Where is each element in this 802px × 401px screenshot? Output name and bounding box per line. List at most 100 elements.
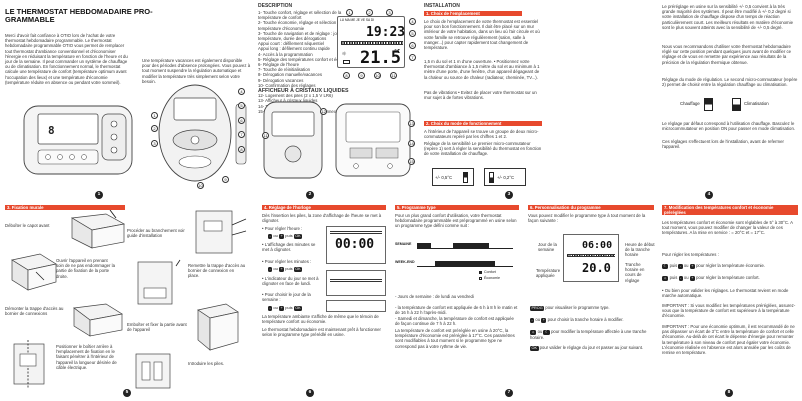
personalisation-step-1: PROG pour visualiser le programme type.: [530, 305, 654, 311]
minus-button[interactable]: -: [530, 318, 535, 323]
sensitivity-col2-a: Le préréglage en usine sur la sensibilit…: [662, 4, 793, 30]
description-item: 3- Touche de navigation et de réglage : …: [258, 30, 355, 42]
switch-b-knob: [489, 172, 494, 183]
minus-button[interactable]: -: [678, 264, 683, 269]
description-item: 5- Réglage des températures confort et é…: [258, 56, 353, 62]
battery-icon: [343, 60, 350, 64]
section-wall-mount: 3. Fixation murale: [5, 205, 125, 211]
moon-button[interactable]: ☾: [543, 330, 550, 335]
lcd-callout-2: 2: [366, 9, 373, 16]
sun-button[interactable]: ☼: [530, 330, 537, 335]
lcd-section-title-visible: AFFICHEUR À CRISTAUX LIQUIDES: [258, 88, 351, 95]
intro-col2-text: Une température vacances est également d…: [142, 58, 251, 84]
temp-mod-eco-text: pour régler la température économie.: [696, 263, 765, 268]
lcd-time: 19:23: [366, 25, 406, 40]
wall-mount-illustration-a: [70, 210, 126, 249]
plus-button[interactable]: +: [541, 318, 547, 323]
program-intro: Pour un plus grand confort d'utilisation…: [395, 213, 517, 229]
clock-lcd-time: 00:00: [335, 237, 375, 252]
personalisation-step1-text: pour visualiser le programme type.: [545, 305, 610, 310]
clock-minute-buttons: - ou + puis OK: [268, 266, 303, 272]
open-callout-13: 13: [408, 120, 415, 127]
legend-eco: Économie: [484, 276, 500, 280]
cooling-label: Climatisation: [744, 101, 769, 106]
clock-step8: Le thermostat hebdomadaire est maintenan…: [262, 327, 381, 338]
location-height-text: 1,5 m du sol et 1 m d'une ouverture. • P…: [424, 59, 540, 80]
personalisation-step3-text: pour modifier la température affectée à …: [530, 329, 647, 340]
sensitivity-col2-b: Nous vous recommandons d'utiliser votre …: [662, 44, 791, 65]
callout-8: 8: [238, 146, 245, 153]
front-fix-illustration: [197, 303, 239, 351]
lcd-callout-3: 3: [386, 9, 393, 16]
ok-button[interactable]: OK: [293, 267, 303, 272]
description-title: DESCRIPTION: [258, 3, 293, 9]
ok-button[interactable]: OK: [293, 306, 303, 311]
clock-step5: • L'indicateur du jour se met à clignote…: [262, 276, 319, 287]
lcd-callout-8: 8: [343, 72, 350, 79]
program-weekend-detail: - Samedi et dimanche, la température de …: [395, 316, 514, 327]
label-time-slot: Tranche horaire en cours de réglage: [625, 262, 645, 283]
prog-button[interactable]: PROG: [530, 306, 545, 311]
temp-mod-intro: Les températures confort et économie son…: [662, 220, 793, 236]
clock-step3: • L'affichage des minutes se met à clign…: [262, 242, 316, 253]
sun-button[interactable]: ☼: [662, 276, 669, 281]
plus-button[interactable]: +: [278, 234, 285, 239]
open-callout-11: 11: [262, 132, 269, 139]
description-item: 2- Touche économie, réglage et sélection…: [258, 20, 347, 31]
moon-button[interactable]: ☾: [662, 264, 669, 269]
ok-button[interactable]: OK: [530, 346, 539, 351]
location-text: Le choix de l'emplacement de votre therm…: [424, 19, 540, 51]
heating-switch: [704, 98, 713, 111]
legend-eco-swatch: [479, 277, 482, 280]
mode-switch-diagram: Chauffage Climatisation: [680, 96, 780, 114]
plus-button[interactable]: +: [689, 264, 695, 269]
clock-hour-buttons: - ou + puis OK: [268, 233, 303, 239]
clock-step6: • Pour choisir le jour de la semaine :: [262, 292, 311, 303]
description-item: 10- Confirmation des réglages: [258, 82, 316, 88]
clock-step4: • Pour régler les minutes :: [262, 259, 312, 264]
description-item: 9- Dérogation vacances: [258, 77, 304, 83]
page-number-4: 4: [705, 191, 713, 199]
program-week-label: SEMAINE: [395, 242, 412, 246]
minus-button[interactable]: -: [268, 306, 273, 311]
page-number-6: 6: [306, 389, 314, 397]
wall-mount-illustration-b: [11, 253, 57, 291]
minus-button[interactable]: -: [678, 276, 683, 281]
wall-mount-illustration-d: [13, 340, 45, 388]
program-week-chart: SEMAINE WEEK-END Confort Économie: [395, 240, 521, 282]
section-choice-location: 1. Choix de l'emplacement: [424, 11, 522, 17]
cooling-switch: [732, 98, 741, 111]
plus-button[interactable]: +: [689, 276, 695, 281]
clock-step2: • Pour régler l'heure :: [262, 226, 303, 231]
thermostat-description-illustration: [158, 84, 247, 182]
description-item: 6- Réglage de l'heure: [258, 62, 299, 68]
lcd-callout-1: 1: [346, 9, 353, 16]
switch-a-knob: [463, 172, 468, 183]
plus-button[interactable]: +: [278, 306, 285, 311]
minus-button[interactable]: -: [268, 267, 273, 272]
sensitivity-col2-c: Réglage du mode de régulation. Le second…: [662, 77, 798, 88]
lcd-callout-6: 6: [409, 42, 416, 49]
minus-button[interactable]: -: [268, 234, 273, 239]
description-item: 12- Logement des piles (2 x 1,5 V LR6): [258, 93, 333, 99]
callout-5: 5: [238, 102, 245, 109]
personalisation-step-2: - ou + pour choisir la tranche horaire à…: [530, 317, 624, 323]
section-choice-mode: 2. Choix du mode de fonctionnement: [424, 121, 542, 127]
section-temperature-modification: 7. Modification des températures confort…: [662, 205, 798, 215]
open-callout-12: 12: [320, 108, 327, 115]
mode-default-text: Le réglage par défaut correspond à l'uti…: [662, 121, 796, 132]
callout-7: 7: [238, 131, 245, 138]
legend-confort: Confort: [484, 270, 496, 274]
callout-3: 3: [151, 140, 158, 147]
plus-button[interactable]: +: [278, 267, 285, 272]
personalisation-lcd-bar: [567, 254, 615, 257]
lcd-callout-10: 10: [374, 72, 381, 79]
sun-icon: ☼: [342, 50, 347, 58]
description-item: 4- Accès à la programmation: [258, 51, 313, 57]
installation-heading: INSTALLATION: [424, 3, 460, 9]
personalisation-lcd: 06:00 20.0: [563, 234, 619, 282]
ok-button[interactable]: OK: [293, 234, 303, 239]
wall-mount-step7: Emboîter et fixer la partie avant de l'a…: [127, 322, 187, 333]
callout-9: 9: [222, 176, 229, 183]
wall-mount-step2: Ouvrir l'appareil en prenant soin de ne …: [56, 258, 116, 279]
